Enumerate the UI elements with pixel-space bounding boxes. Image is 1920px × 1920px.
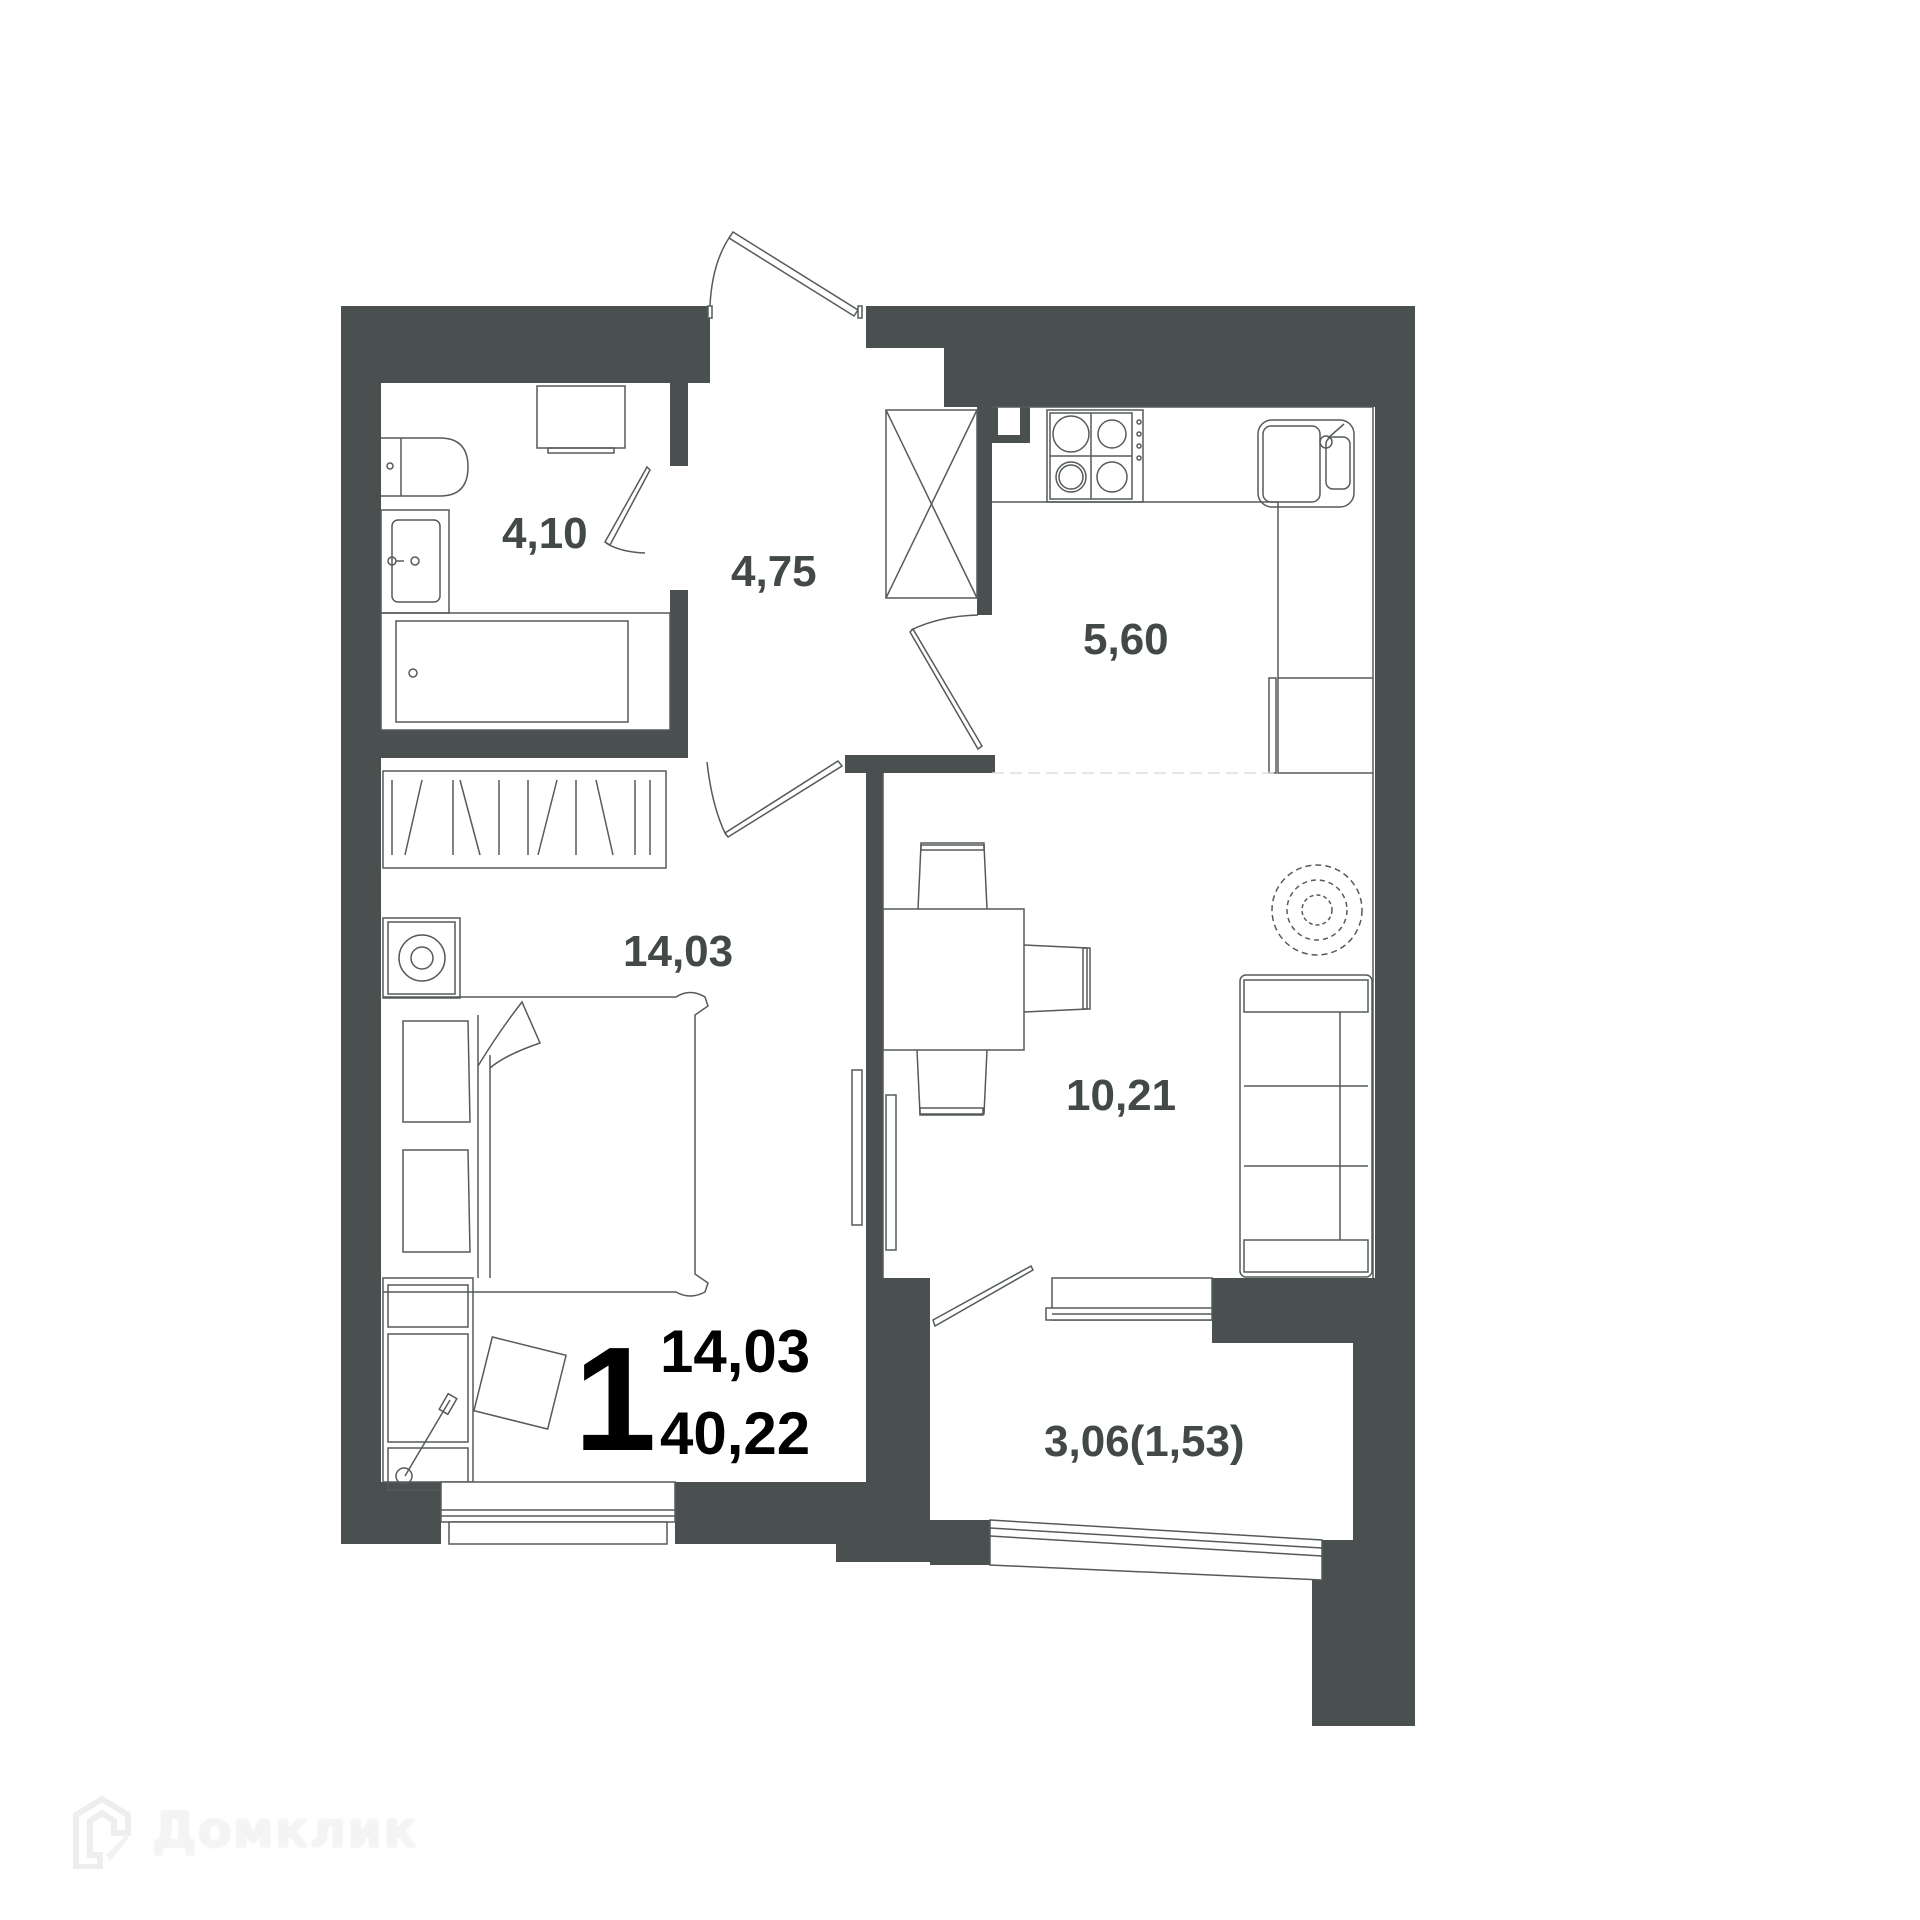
- bedroom-wardrobe-icon: [382, 770, 667, 869]
- dining-table-icon: [882, 842, 1091, 1116]
- washing-machine-icon: [536, 385, 626, 449]
- living-window-icon: [1045, 1277, 1213, 1321]
- bedroom-area-label: 14,03: [623, 927, 734, 976]
- plant-icon: [1271, 864, 1363, 956]
- kitchen-counter: [992, 406, 1374, 774]
- balcony-window-icon: [989, 1519, 1323, 1581]
- tv-bedroom-icon: [851, 1069, 863, 1226]
- bed-icon: [383, 991, 709, 1297]
- balcony-area-label: 3,06(1,53): [1044, 1417, 1245, 1466]
- bedroom-window-icon: [440, 1481, 676, 1545]
- sofa-icon: [1239, 974, 1373, 1278]
- bathroom-sink-icon: [380, 509, 450, 614]
- watermark: Домклик: [66, 1790, 418, 1870]
- living-room-area-label: 10,21: [1066, 1071, 1177, 1120]
- nightstand-icon: [382, 917, 461, 999]
- total-area-summary: 40,22: [660, 1400, 811, 1467]
- living-area-summary: 14,03: [660, 1318, 811, 1385]
- toilet-icon: [381, 437, 469, 497]
- fixtures: [380, 230, 1374, 1581]
- stove-icon: [1046, 409, 1144, 503]
- kitchen-sink-icon: [1257, 419, 1355, 508]
- watermark-text: Домклик: [152, 1801, 419, 1859]
- kitchen-area-label: 5,60: [1083, 615, 1169, 664]
- hallway-area-label: 4,75: [731, 547, 817, 596]
- bathtub-icon: [380, 612, 671, 731]
- desk-icon: [382, 1277, 474, 1491]
- tv-living-icon: [885, 1094, 897, 1251]
- entrance-door-icon: [707, 230, 863, 319]
- armchair-icon: [473, 1336, 567, 1430]
- room-count: 1: [574, 1317, 657, 1482]
- hallway-closet-icon: [885, 409, 978, 599]
- bathroom-area-label: 4,10: [502, 509, 588, 558]
- walls: [341, 306, 1415, 1726]
- house-logo-icon: [73, 1795, 131, 1869]
